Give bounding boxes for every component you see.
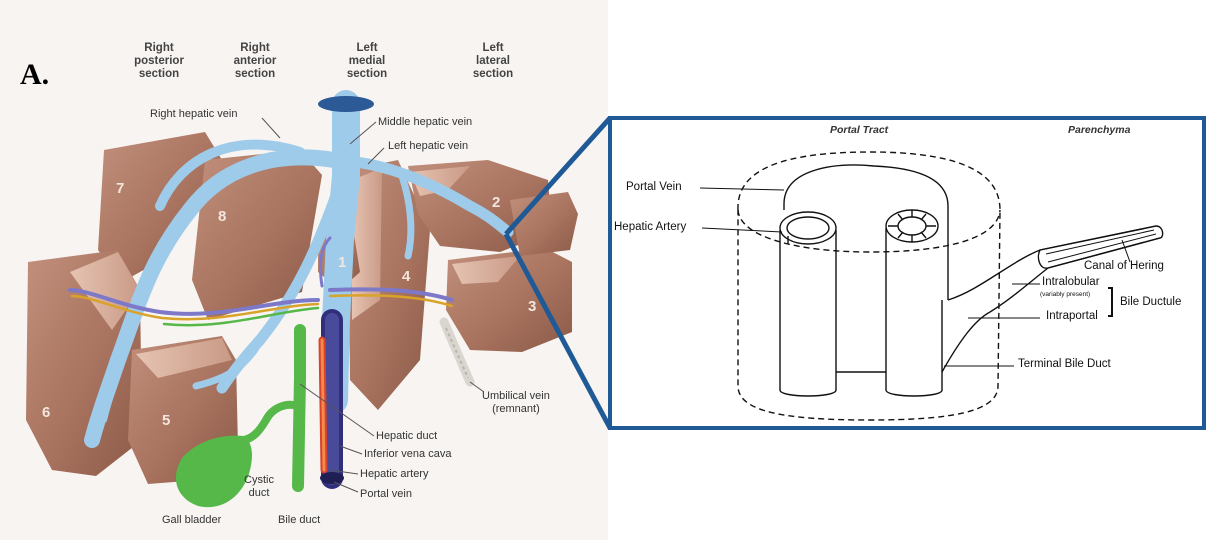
label-portal-vein: Portal vein	[360, 488, 412, 501]
header-parenchyma: Parenchyma	[1068, 124, 1130, 136]
section-line: section	[322, 68, 412, 81]
portal-vein-opening	[320, 472, 344, 484]
section-line: Left	[448, 42, 538, 55]
segment-number-7: 7	[116, 180, 124, 197]
label-right-hepatic-vein: Right hepatic vein	[150, 108, 237, 121]
section-line: section	[210, 68, 300, 81]
section-line: section	[448, 68, 538, 81]
section-heading-right-posterior: Right posterior section	[114, 42, 204, 81]
section-line: Right	[210, 42, 300, 55]
cystic-line-1: Cystic	[244, 474, 274, 487]
umbilical-line-1: Umbilical vein	[482, 390, 550, 403]
label-inferior-vena-cava: Inferior vena cava	[364, 448, 451, 461]
section-heading-left-medial: Left medial section	[322, 42, 412, 81]
segment-number-6: 6	[42, 404, 50, 421]
section-line: Right	[114, 42, 204, 55]
segment-3-upper	[510, 192, 578, 256]
segment-number-1: 1	[338, 254, 346, 271]
panel-label: A.	[20, 58, 49, 92]
label-intralobular: Intralobular	[1042, 276, 1100, 288]
section-line: medial	[322, 55, 412, 68]
label-hepatic-artery-schematic: Hepatic Artery	[614, 221, 686, 233]
label-cystic-duct: Cystic duct	[244, 474, 274, 500]
label-intraportal: Intraportal	[1046, 310, 1098, 322]
section-line: posterior	[114, 55, 204, 68]
section-line: lateral	[448, 55, 538, 68]
label-bile-ductule: Bile Ductule	[1120, 296, 1181, 308]
label-variably-present: (variably present)	[1040, 291, 1090, 298]
cystic-line-2: duct	[244, 487, 274, 500]
segment-number-2: 2	[492, 194, 500, 211]
portal-tract-panel-frame	[610, 118, 1204, 428]
label-canal-of-hering: Canal of Hering	[1084, 260, 1164, 272]
umbilical-line-2: (remnant)	[482, 403, 550, 416]
ivc-opening	[318, 96, 374, 112]
label-hepatic-duct: Hepatic duct	[376, 430, 437, 443]
label-portal-vein-schematic: Portal Vein	[626, 181, 682, 193]
section-heading-left-lateral: Left lateral section	[448, 42, 538, 81]
label-umbilical-vein: Umbilical vein (remnant)	[482, 390, 550, 416]
section-heading-right-anterior: Right anterior section	[210, 42, 300, 81]
label-hepatic-artery: Hepatic artery	[360, 468, 428, 481]
label-middle-hepatic-vein: Middle hepatic vein	[378, 116, 472, 129]
label-terminal-bile-duct: Terminal Bile Duct	[1018, 358, 1111, 370]
label-left-hepatic-vein: Left hepatic vein	[388, 140, 468, 153]
segment-number-5: 5	[162, 412, 170, 429]
header-portal-tract: Portal Tract	[830, 124, 888, 136]
section-line: Left	[322, 42, 412, 55]
segment-number-4: 4	[402, 268, 410, 285]
label-gall-bladder: Gall bladder	[162, 514, 221, 527]
section-line: section	[114, 68, 204, 81]
label-bile-duct: Bile duct	[278, 514, 320, 527]
segment-number-3: 3	[528, 298, 536, 315]
hepatic-artery-highlight	[322, 340, 324, 470]
segment-number-8: 8	[218, 208, 226, 225]
section-line: anterior	[210, 55, 300, 68]
